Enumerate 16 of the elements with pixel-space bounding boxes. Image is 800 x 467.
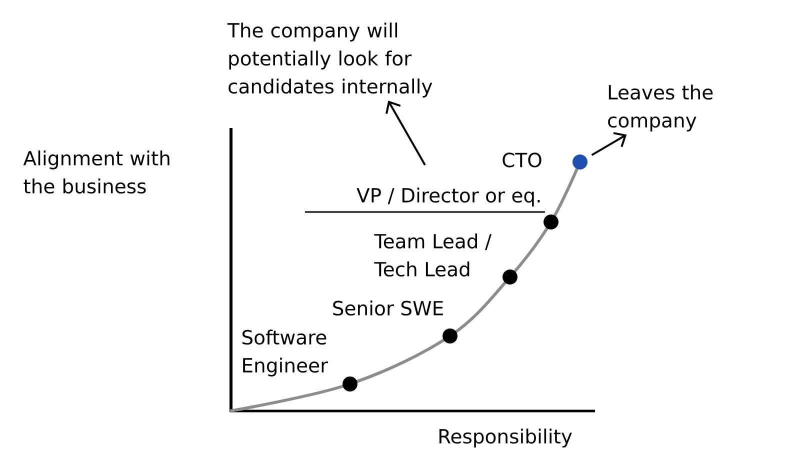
point-dot xyxy=(342,376,358,392)
arrow xyxy=(591,132,627,156)
role-label: Software Engineer xyxy=(242,330,328,376)
note-text: The company will potentially look for candidates internally xyxy=(227,22,432,98)
axis-title: Alignment with the business xyxy=(23,150,170,194)
axis-title: Responsibility xyxy=(439,428,572,448)
point-dot xyxy=(502,270,518,284)
note-text: Leaves the company xyxy=(608,84,713,132)
arrow xyxy=(386,100,426,166)
role-label: Senior SWE xyxy=(333,300,443,316)
point-dot xyxy=(572,154,588,170)
role-label: Team Lead / Tech Lead xyxy=(374,233,492,277)
role-label: VP / Director or eq. xyxy=(356,188,540,206)
point-dot xyxy=(442,328,458,344)
role-label: CTO xyxy=(502,152,542,168)
point-dot xyxy=(544,214,558,230)
